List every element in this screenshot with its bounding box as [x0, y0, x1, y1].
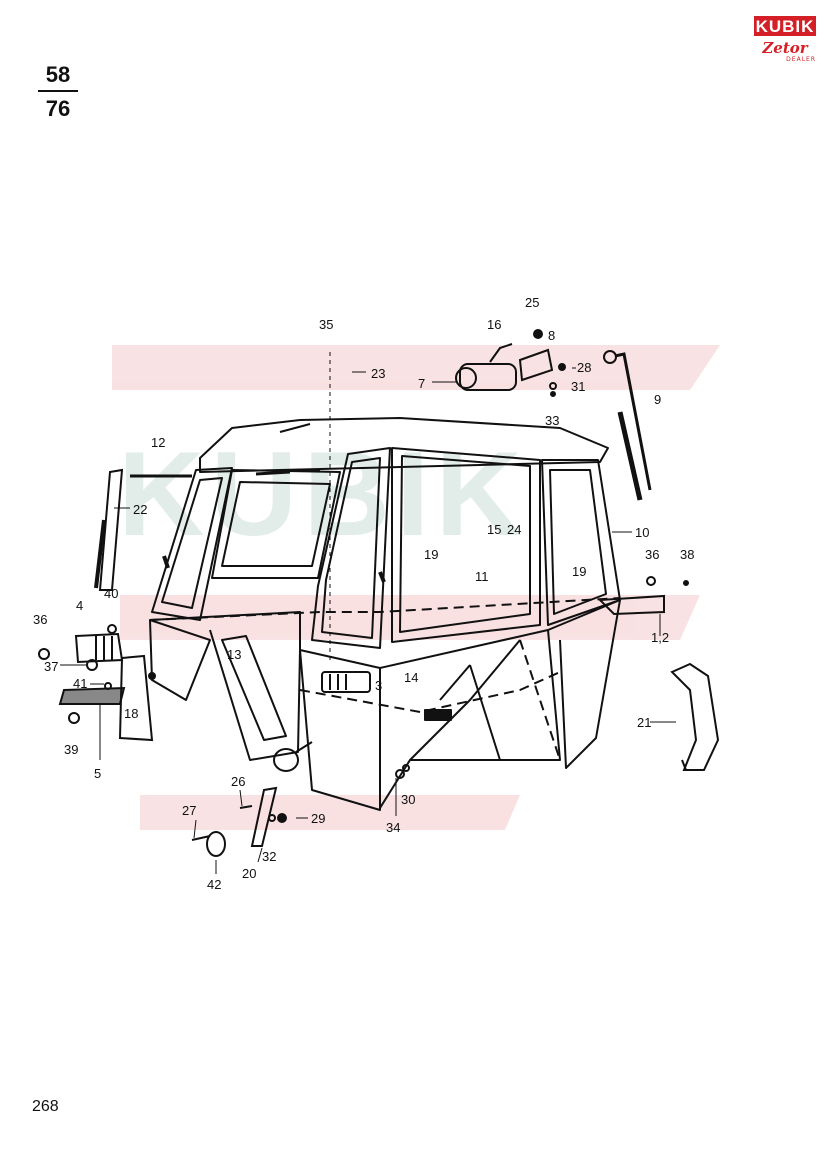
- wiper-motor-assembly: [455, 329, 652, 501]
- callout-3: 3: [375, 678, 382, 693]
- mudguard: [670, 662, 720, 771]
- callout-36-right: 36: [645, 547, 659, 562]
- rear-wiper-arm: [98, 468, 124, 591]
- front-lamp: [321, 671, 371, 693]
- motor-bracket: [518, 348, 554, 382]
- callout-29: 29: [311, 811, 325, 826]
- callout-37: 37: [44, 659, 58, 674]
- callout-10: 10: [635, 525, 649, 540]
- callout-16: 16: [487, 317, 501, 332]
- callout-8: 8: [548, 328, 555, 343]
- logo-script: Zetor: [762, 39, 808, 57]
- callout-20: 20: [242, 866, 256, 881]
- kubik-zetor-logo: KUBIK Zetor DEALER: [754, 16, 816, 72]
- callout-21: 21: [637, 715, 651, 730]
- lamp-cover: [58, 686, 126, 705]
- callout-30: 30: [401, 792, 415, 807]
- callout-19-left: 19: [424, 547, 438, 562]
- callout-27: 27: [182, 803, 196, 818]
- callout-40: 40: [104, 586, 118, 601]
- callout-19-right: 19: [572, 564, 586, 579]
- front-windshield: [391, 447, 541, 643]
- horn: [206, 831, 226, 857]
- callout-11: 11: [475, 569, 489, 584]
- callout-7: 7: [418, 376, 425, 391]
- side-lamp: [74, 632, 124, 664]
- callout-1-2: 1,2: [651, 630, 669, 645]
- wiper-arm-front: [614, 352, 652, 491]
- side-lamp-assembly: [38, 624, 156, 742]
- callout-18: 18: [124, 706, 138, 721]
- cab-roof: [199, 417, 609, 473]
- fraction-bar: [38, 90, 78, 92]
- callout-13: 13: [227, 647, 241, 662]
- leader-lines: [60, 352, 676, 874]
- cab-body: [149, 417, 621, 811]
- sheet-numerator: 58: [45, 62, 71, 87]
- callout-33: 33: [545, 413, 559, 428]
- watermark-word: KUBIK: [118, 427, 528, 561]
- callout-25: 25: [525, 295, 539, 310]
- callout-15: 15: [487, 522, 501, 537]
- sheet-number: 58 76: [38, 62, 78, 122]
- lamp-bracket: [118, 654, 154, 742]
- left-door: [311, 447, 391, 649]
- callout-42: 42: [207, 877, 221, 892]
- page-number: 268: [32, 1098, 59, 1115]
- callout-31: 31: [571, 379, 585, 394]
- right-mirror-bracket: [597, 576, 689, 616]
- callout-34: 34: [386, 820, 400, 835]
- callout-14: 14: [404, 670, 418, 685]
- left-side-panel: [209, 629, 301, 761]
- callout-9: 9: [654, 392, 661, 407]
- watermark-sub: DEALER: [320, 800, 515, 833]
- callout-32: 32: [262, 849, 276, 864]
- bracket: [250, 786, 278, 847]
- callout-4: 4: [76, 598, 83, 613]
- callout-22: 22: [133, 502, 147, 517]
- callout-26: 26: [231, 774, 245, 789]
- lower-bracket-assembly: [191, 764, 410, 857]
- callout-24: 24: [507, 522, 521, 537]
- callout-5: 5: [94, 766, 101, 781]
- wiper-motor: [459, 363, 517, 391]
- callout-38: 38: [680, 547, 694, 562]
- callout-36-left: 36: [33, 612, 47, 627]
- callout-28: 28: [577, 360, 591, 375]
- logo-dealer: DEALER: [786, 56, 816, 63]
- callout-labels: 35 16 25 8 23 7 28 31 9 33 12 22 10 15 2…: [33, 295, 694, 892]
- logo-brand: KUBIK: [754, 16, 816, 36]
- mirror-round: [273, 748, 299, 772]
- callout-41: 41: [73, 676, 87, 691]
- callout-23: 23: [371, 366, 385, 381]
- watermark: KUBIK DEALER: [112, 345, 720, 833]
- front-lower-panel: [299, 649, 381, 811]
- callout-12: 12: [151, 435, 165, 450]
- callout-35: 35: [319, 317, 333, 332]
- sheet-denominator: 76: [45, 96, 71, 121]
- callout-39: 39: [64, 742, 78, 757]
